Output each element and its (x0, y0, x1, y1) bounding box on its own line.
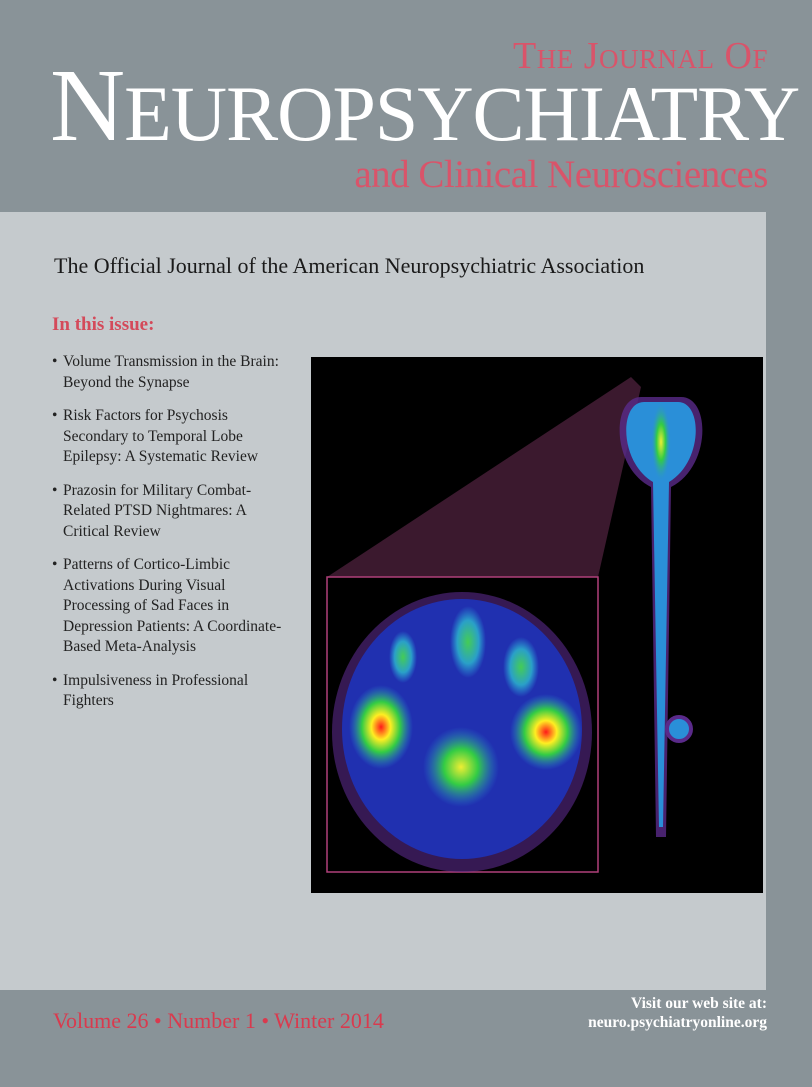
journal-title: NEUROPSYCHIATRY (50, 54, 800, 158)
tagline: The Official Journal of the American Neu… (54, 253, 645, 278)
website-block: Visit our web site at: neuro.psychiatryo… (588, 994, 767, 1032)
article-item: •Risk Factors for Psychosis Secondary to… (52, 407, 259, 465)
article-item: •Impulsiveness in Professional Fighters (52, 671, 249, 710)
website-label: Visit our web site at: (630, 995, 767, 1012)
in-this-issue-heading: In this issue: (52, 314, 155, 335)
brain-scan-image (311, 357, 763, 893)
title-rest: EUROPSYCHIATRY (124, 70, 800, 157)
website-url[interactable]: neuro.psychiatryonline.org (588, 1014, 767, 1031)
journal-subtitle: and Clinical Neurosciences (354, 153, 768, 196)
issue-info: Volume 26 • Number 1 • Winter 2014 (53, 1008, 384, 1033)
article-item: •Patterns of Cortico-Limbic Activations … (52, 556, 282, 655)
article-item: •Volume Transmission in the Brain: Beyon… (52, 353, 279, 391)
title-initial: N (50, 48, 125, 163)
journal-prefix: The Journal Of (513, 35, 768, 77)
article-list: •Volume Transmission in the Brain: Beyon… (52, 352, 292, 725)
article-item: •Prazosin for Military Combat-Related PT… (52, 481, 252, 540)
